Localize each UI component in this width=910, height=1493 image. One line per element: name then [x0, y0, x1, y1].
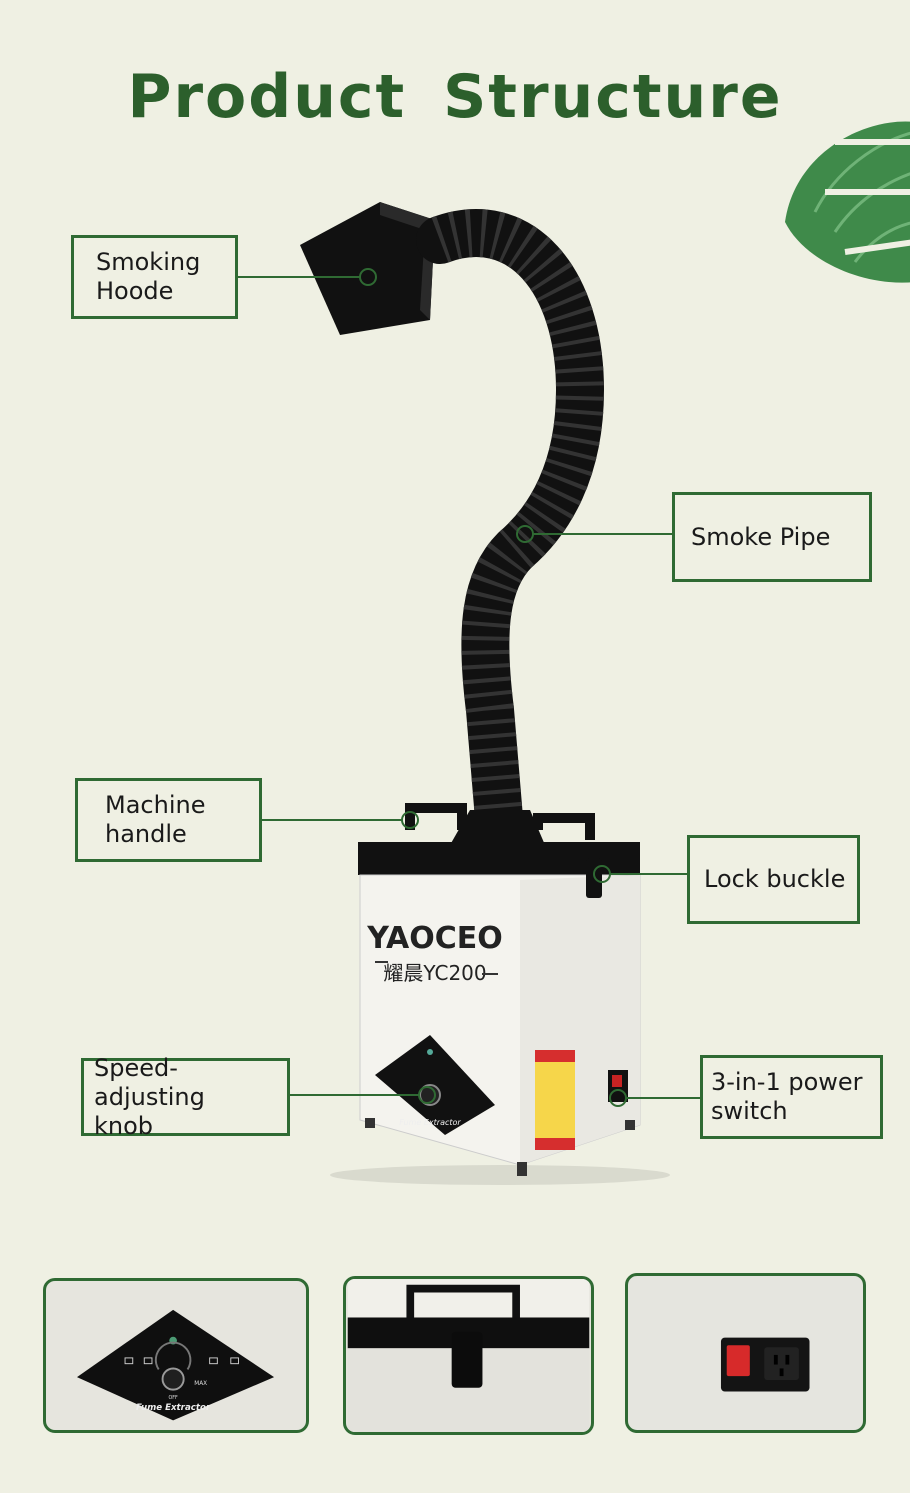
callout-power-switch-line2: switch [711, 1097, 788, 1125]
detail-thumbnail-lock-buckle [343, 1276, 594, 1435]
page-title: Product Structure [127, 62, 783, 132]
fume-extractor-illustration: YAOCEO 耀晨YC200 Fume Extractor [300, 202, 670, 1185]
detail-thumbnail-power-switch [625, 1273, 866, 1433]
panel-label: Fume Extractor [399, 1118, 461, 1127]
callout-lock-buckle-text: Lock buckle [704, 865, 846, 893]
lock-buckle-closeup [347, 1279, 590, 1432]
callout-machine-handle-line1: Machine [105, 791, 206, 819]
callout-lock-buckle: Lock buckle [687, 835, 860, 924]
callout-machine-handle: Machine handle [75, 778, 262, 862]
monstera-leaf-decoration [785, 121, 910, 283]
callout-power-switch-line1: 3-in-1 power [711, 1068, 863, 1096]
callout-speed-knob: Speed-adjusting knob [81, 1054, 290, 1140]
callout-speed-knob-line2: knob [94, 1111, 154, 1140]
callout-speed-knob-line1: Speed-adjusting [94, 1053, 205, 1111]
power-switch-closeup [720, 1337, 810, 1392]
callout-smoke-pipe: Smoke Pipe [672, 492, 872, 582]
callout-smoking-hoode: Smoking Hoode [71, 235, 238, 319]
callout-smoke-pipe-text: Smoke Pipe [691, 522, 831, 551]
callout-power-switch: 3-in-1 power switch [700, 1055, 883, 1139]
model-text: 耀晨YC200 [383, 961, 486, 985]
thumb-panel-label: Fume Extractor [136, 1403, 211, 1413]
callout-smoking-hoode-line2: Hoode [96, 277, 174, 305]
knob-off-label: OFF [168, 1395, 178, 1401]
callout-machine-handle-line2: handle [105, 820, 187, 848]
brand-text: YAOCEO [366, 921, 503, 956]
detail-thumbnail-control-panel: MAX OFF Fume Extractor [43, 1278, 309, 1433]
callout-smoking-hoode-line1: Smoking [96, 248, 201, 276]
knob-max-label: MAX [194, 1381, 207, 1387]
smoking-hood-shape [300, 202, 435, 335]
control-panel-closeup: MAX OFF Fume Extractor [76, 1309, 275, 1421]
